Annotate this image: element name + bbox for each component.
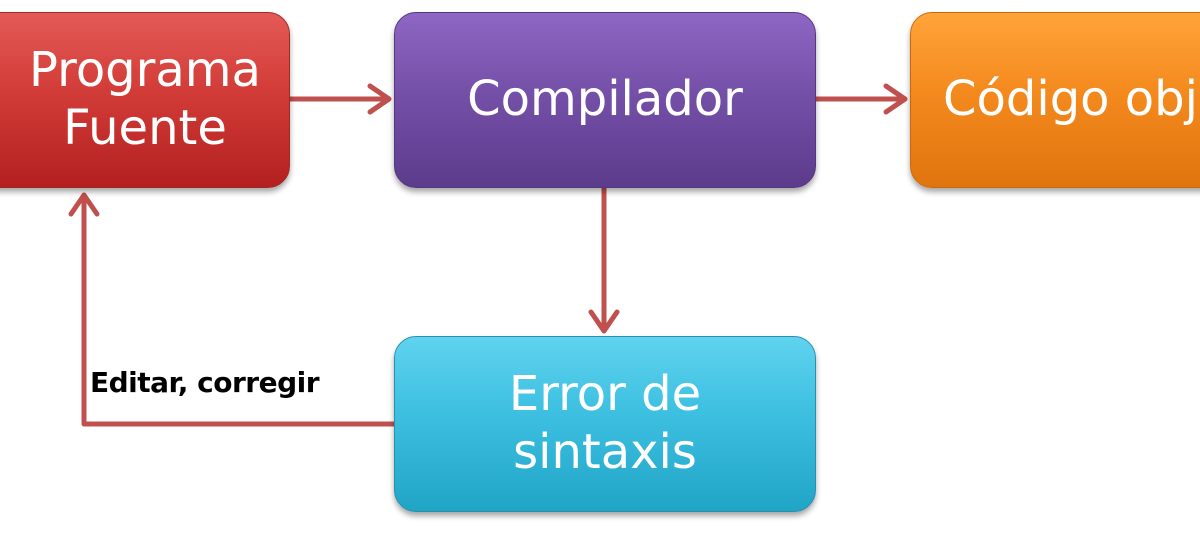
node-compilador: Compilador xyxy=(394,12,816,188)
arrow-compiler-to-error-head xyxy=(588,309,620,334)
arrow-error-to-source xyxy=(81,193,397,427)
arrow-error-to-source-head xyxy=(68,192,100,217)
arrow-source-to-compiler-head xyxy=(367,83,392,115)
node-error-de-sintaxis-label: Error de sintaxis xyxy=(508,366,702,480)
node-programa-fuente-label: Programa Fuente xyxy=(29,42,261,156)
node-error-de-sintaxis: Error de sintaxis xyxy=(394,336,816,512)
arrow-compiler-to-object-head xyxy=(883,83,908,115)
node-compilador-label: Compilador xyxy=(467,71,743,128)
node-programa-fuente: Programa Fuente xyxy=(0,12,290,188)
node-codigo-objeto-label: Código objeto xyxy=(943,71,1200,128)
edge-label-editar-corregir: Editar, corregir xyxy=(90,366,320,399)
node-codigo-objeto: Código objeto xyxy=(910,12,1200,188)
